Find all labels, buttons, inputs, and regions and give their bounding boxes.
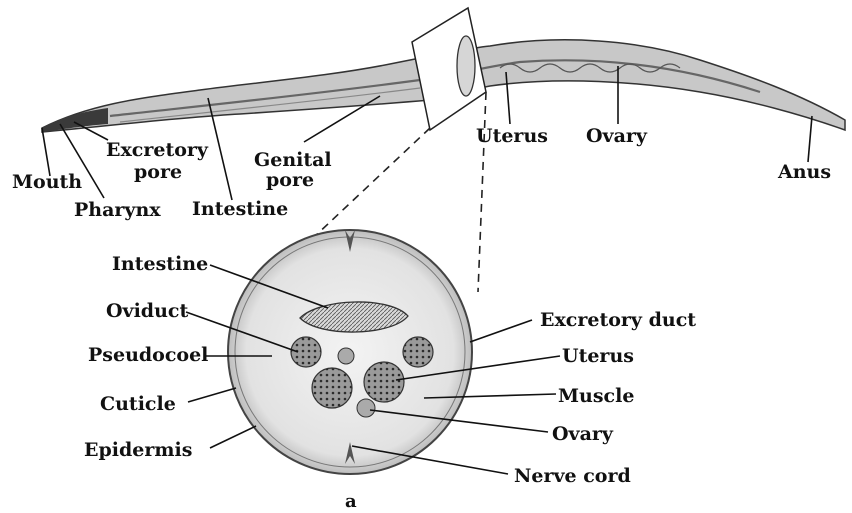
label-intestine-worm: Intestine — [192, 198, 288, 220]
section-window — [412, 8, 486, 130]
label-intestine-section: Intestine — [112, 253, 208, 275]
label-genital-pore-2: pore — [266, 169, 314, 191]
label-mouth: Mouth — [12, 171, 82, 193]
label-anus: Anus — [777, 161, 831, 183]
label-excretory-pore-1: Excretory — [106, 139, 209, 161]
caption: a — [345, 491, 357, 512]
label-oviduct: Oviduct — [106, 300, 188, 322]
label-muscle: Muscle — [558, 385, 634, 407]
label-ovary-section: Ovary — [552, 423, 614, 445]
label-pseudocoel: Pseudocoel — [88, 344, 208, 366]
label-pharynx: Pharynx — [74, 199, 161, 221]
label-uterus-worm: Uterus — [476, 125, 548, 147]
label-ovary-worm: Ovary — [586, 125, 648, 147]
label-genital-pore-1: Genital — [254, 149, 332, 171]
label-nerve-cord: Nerve cord — [514, 465, 631, 487]
label-excretory-pore-2: pore — [134, 161, 182, 183]
label-epidermis: Epidermis — [84, 439, 192, 461]
cross-section — [228, 230, 472, 474]
label-cuticle: Cuticle — [100, 393, 176, 415]
projection-line-right — [478, 92, 486, 292]
label-uterus-section: Uterus — [562, 345, 634, 367]
label-excretory-duct: Excretory duct — [540, 309, 696, 331]
